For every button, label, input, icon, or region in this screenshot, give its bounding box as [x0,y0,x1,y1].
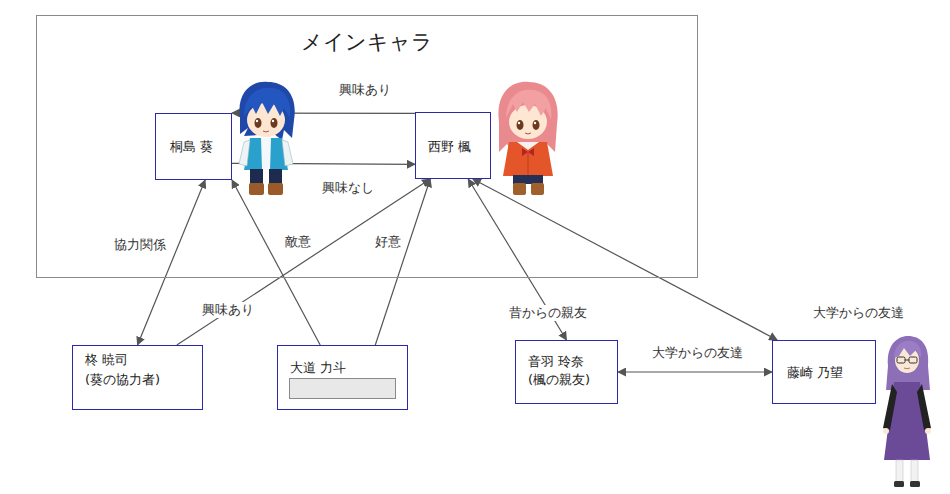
character-note: (葵の協力者) [85,370,160,390]
character-name: 桐島 葵 [170,138,213,156]
relation-arrow [232,180,320,345]
relation-label: 大学からの友達 [650,345,745,361]
relation-label: 興味あり [200,302,256,318]
relation-label: 大学からの友達 [811,305,906,321]
kaede-figure [498,82,557,195]
relation-label: 敵意 [283,234,313,250]
character-name: 西野 楓 [428,138,471,156]
relation-label: 協力関係 [112,237,168,253]
noa-figure [883,336,931,487]
relation-label: 好意 [373,234,403,250]
character-name: 音羽 玲奈 [528,353,584,371]
character-name: 藤崎 乃望 [787,364,843,382]
character-box: 藤崎 乃望 [772,340,876,404]
relation-arrow [177,179,430,345]
relation-arrow [473,179,777,340]
character-box: 大道 力斗 [277,345,408,410]
blank-field [289,378,396,399]
relation-arrow [375,179,430,345]
character-note: (楓の親友) [528,371,590,389]
group-title: メインキャラ [301,28,433,56]
character-name: 柊 暁司 [85,350,128,370]
relation-label: 興味なし [320,180,376,196]
character-name: 大道 力斗 [290,359,346,377]
character-box: 音羽 玲奈(楓の親友) [515,340,618,404]
character-box: 柊 暁司(葵の協力者) [72,345,203,410]
aoi-figure [239,82,295,195]
relation-label: 興味あり [337,82,393,98]
character-box: 西野 楓 [415,112,491,179]
character-box: 桐島 葵 [155,113,232,180]
relation-arrow [138,180,206,345]
relation-arrow [618,371,772,372]
relation-label: 昔からの親友 [507,305,589,321]
